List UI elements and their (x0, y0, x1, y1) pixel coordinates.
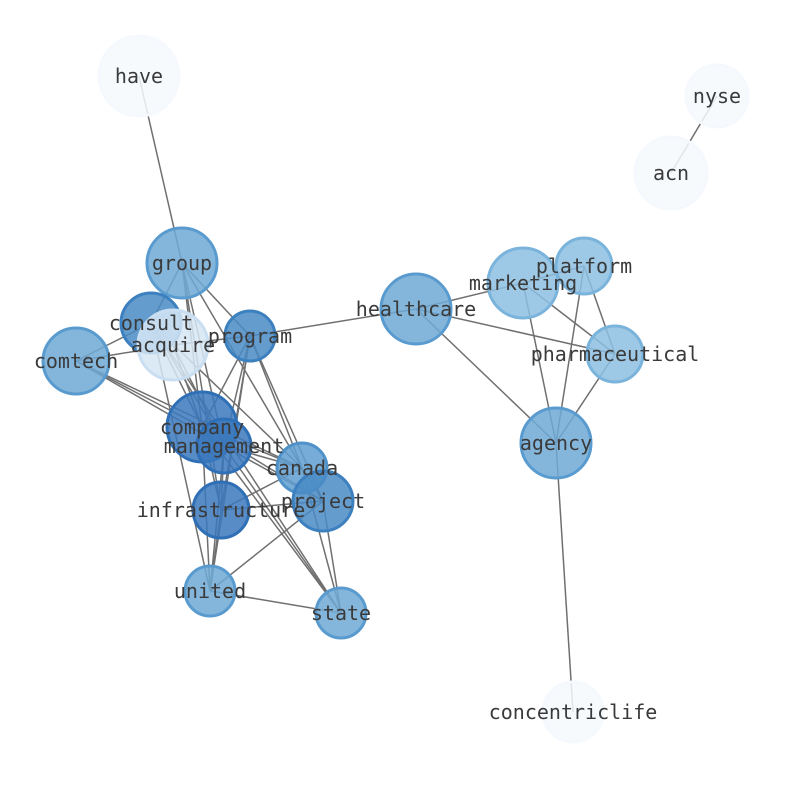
labels-layer: have nyse acn group platformmarketinghealthc… (34, 64, 741, 724)
node-label-nyse: nyse (693, 84, 741, 108)
node-label-acquire: acquire (131, 333, 215, 357)
node-label-canada: canada (266, 456, 338, 480)
node-state[interactable] (314, 586, 368, 640)
node-label-project: project (281, 489, 365, 513)
node-label-acn: acn (653, 161, 689, 185)
node-label-marketing: marketing (469, 271, 577, 295)
node-pharmaceutical[interactable] (585, 324, 645, 384)
node-nyse[interactable] (684, 63, 750, 129)
node-label-group: group (152, 251, 212, 275)
node-project[interactable] (291, 469, 355, 533)
node-label-company: company (160, 415, 244, 439)
node-label-healthcare: healthcare (356, 297, 476, 321)
node-label-agency: agency (520, 431, 592, 455)
node-label-concentriclife: concentriclife (489, 700, 658, 724)
node-acquire[interactable] (136, 308, 210, 382)
edge-group-canada (181, 262, 303, 469)
node-management[interactable] (195, 417, 253, 475)
node-healthcare[interactable] (379, 272, 453, 346)
node-label-program: program (208, 324, 292, 348)
node-label-pharmaceutical: pharmaceutical (531, 342, 700, 366)
node-agency[interactable] (519, 406, 593, 480)
node-label-united: united (174, 579, 246, 603)
node-platform[interactable] (554, 236, 614, 296)
node-have[interactable] (97, 34, 181, 118)
node-concentriclife[interactable] (541, 680, 605, 744)
edges-layer (75, 75, 718, 713)
node-label-management: management (164, 434, 284, 458)
node-united[interactable] (183, 564, 237, 618)
node-label-platform: platform (536, 254, 632, 278)
node-group[interactable] (145, 226, 219, 300)
node-marketing[interactable] (486, 246, 560, 320)
nodes-layer (41, 34, 750, 744)
edge-management-state (223, 445, 342, 614)
node-program[interactable] (223, 309, 277, 363)
node-label-infrastructure: infrastructure (137, 498, 306, 522)
node-label-consult: consult (109, 311, 193, 335)
node-label-comtech: comtech (34, 349, 118, 373)
node-label-state: state (311, 601, 371, 625)
node-label-have: have (115, 64, 163, 88)
edge-agency-concentriclife (555, 442, 574, 713)
node-comtech[interactable] (41, 326, 111, 396)
node-infrastructure[interactable] (191, 480, 251, 540)
node-acn[interactable] (633, 135, 709, 211)
